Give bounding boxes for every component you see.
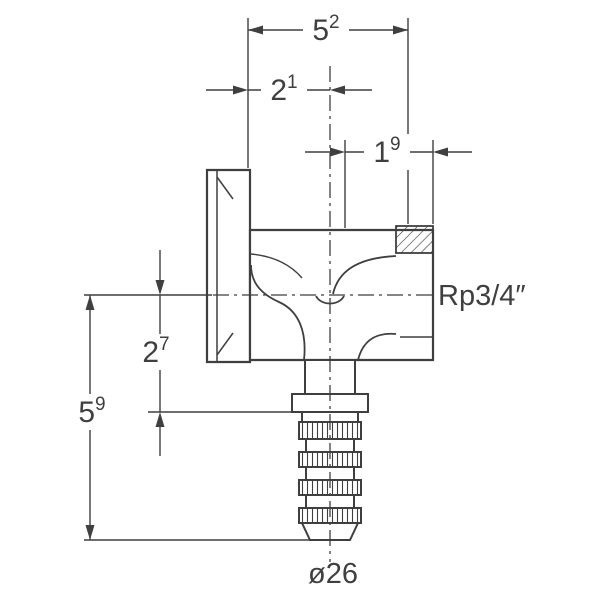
arrow-right-icon bbox=[330, 147, 345, 157]
arrow-right-icon bbox=[233, 85, 248, 95]
pipe-diameter-label: ø26 bbox=[308, 558, 358, 590]
channel-curve bbox=[332, 255, 397, 295]
channel-curve bbox=[357, 332, 397, 361]
centerlines bbox=[213, 66, 436, 562]
fitting-body bbox=[248, 225, 435, 362]
dim-right-offset bbox=[305, 147, 472, 157]
dim-total-depth-label: 59 bbox=[78, 394, 105, 429]
arrow-down-icon bbox=[155, 280, 165, 295]
arrow-left-icon bbox=[330, 85, 345, 95]
thread-hatch bbox=[395, 225, 434, 254]
arrow-right-icon bbox=[393, 25, 408, 35]
arrow-up-icon bbox=[85, 295, 95, 310]
dim-upper-depth-label: 27 bbox=[142, 334, 169, 369]
dim-left-offset-label: 21 bbox=[270, 72, 297, 107]
dim-top-width-label: 52 bbox=[312, 12, 339, 47]
arrow-left-icon bbox=[248, 25, 263, 35]
arrow-up-icon bbox=[155, 412, 165, 427]
thread-size-label: Rp3/4″ bbox=[438, 280, 526, 312]
arrow-left-icon bbox=[433, 147, 448, 157]
dim-right-offset-label: 19 bbox=[373, 134, 400, 169]
arrow-down-icon bbox=[85, 525, 95, 540]
channel-curve bbox=[250, 264, 306, 361]
wall-plate bbox=[205, 168, 252, 364]
dimension-labels: 52 21 19 27 59 Rp3/4″ ø26 bbox=[69, 12, 526, 590]
extension-lines bbox=[84, 18, 434, 541]
channel-curve bbox=[250, 253, 303, 279]
